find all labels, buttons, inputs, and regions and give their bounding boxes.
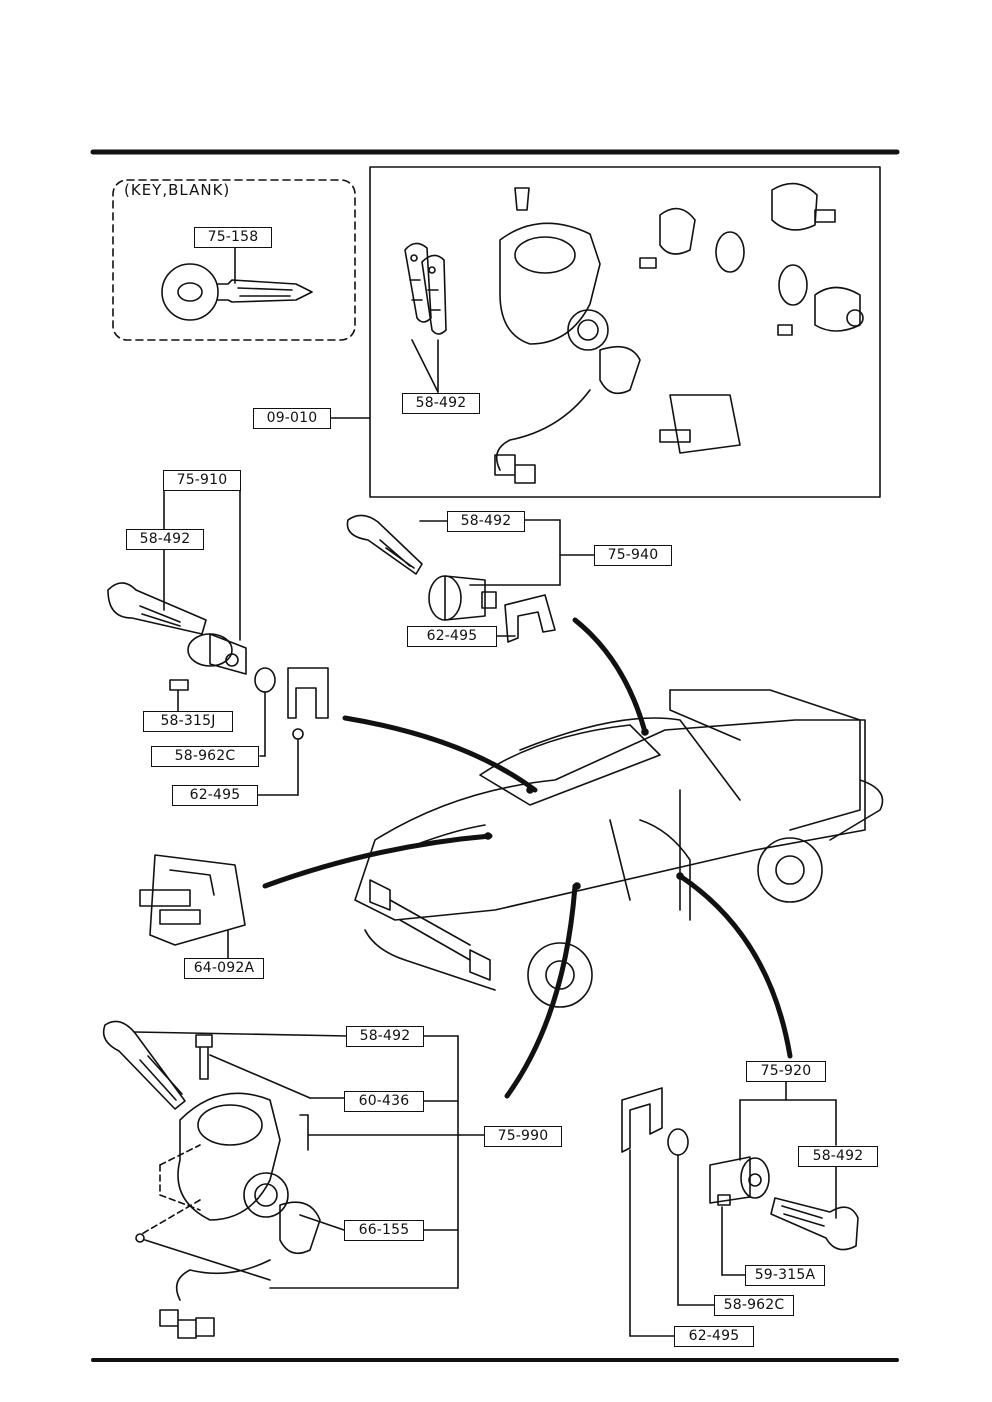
kit-cylinders-icon — [639, 182, 864, 454]
part-label-driver-gasket: 58-962C — [151, 746, 259, 767]
rear-door-cylinder-icon — [709, 1156, 770, 1206]
arrow-tailgate — [572, 617, 648, 735]
part-label-66-155: 66-155 — [344, 1220, 424, 1241]
driver-door-cylinder-icon — [187, 633, 247, 675]
part-label-steering-key: 58-492 — [346, 1026, 424, 1047]
key-blank-caption: (KEY,BLANK) — [124, 181, 231, 199]
part-label-75-158: 75-158 — [194, 227, 272, 248]
part-label-75-910: 75-910 — [163, 470, 241, 491]
arrow-glove-box — [262, 833, 493, 889]
tailgate-cylinder-icon — [428, 575, 497, 621]
part-label-tailgate-key: 58-492 — [447, 511, 525, 532]
key-blank-icon — [161, 263, 313, 321]
part-label-rear-clip: 62-495 — [674, 1326, 754, 1347]
part-label-kit-key: 58-492 — [402, 393, 480, 414]
rear-door-key-icon — [770, 1197, 859, 1251]
part-label-75-990: 75-990 — [484, 1126, 562, 1147]
tailgate-key-icon — [346, 514, 423, 575]
part-label-tailgate-clip: 62-495 — [407, 626, 497, 647]
arrow-rear-door — [677, 873, 793, 1059]
part-label-59-315A: 59-315A — [745, 1265, 825, 1286]
part-label-58-315J: 58-315J — [143, 711, 233, 732]
key-blank-box — [112, 179, 356, 341]
kit-ignition-icon — [494, 187, 641, 484]
part-label-driver-key: 58-492 — [126, 529, 204, 550]
driver-door-key-icon — [107, 582, 207, 635]
steering-lock-body-icon — [159, 1092, 321, 1339]
glove-box-latch-icon — [139, 854, 246, 946]
kit-keys-icon — [404, 242, 447, 335]
part-label-rear-key: 58-492 — [798, 1146, 878, 1167]
part-label-75-920: 75-920 — [746, 1061, 826, 1082]
part-label-64-092A: 64-092A — [184, 958, 264, 979]
ignition-set-box — [369, 166, 881, 498]
arrow-steering-lock — [504, 883, 578, 1099]
part-label-rear-gasket: 58-962C — [714, 1295, 794, 1316]
arrow-driver-door — [342, 715, 538, 793]
steering-lock-key-icon — [102, 1020, 186, 1110]
part-label-driver-clip: 62-495 — [172, 785, 258, 806]
part-label-09-010: 09-010 — [253, 408, 331, 429]
part-label-75-940: 75-940 — [594, 545, 672, 566]
part-label-60-436: 60-436 — [344, 1091, 424, 1112]
